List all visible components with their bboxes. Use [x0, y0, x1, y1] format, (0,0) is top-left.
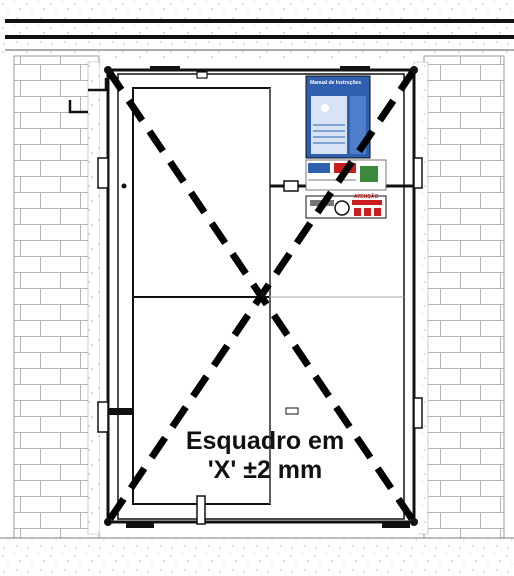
- hinge-top-left: [97, 157, 109, 189]
- handle-lower-left: [108, 408, 132, 415]
- corner-dot-top-right: [410, 66, 418, 74]
- handle-lower-right: [285, 407, 299, 415]
- top-bolt-rod-right: [340, 66, 370, 71]
- right-brick-wall: [424, 56, 504, 540]
- hinge-bottom-left: [97, 401, 109, 433]
- corner-dot-top-left: [104, 66, 112, 74]
- hinge-top-right: [413, 157, 423, 189]
- floor-slab: [0, 538, 514, 576]
- pin-left-top: [121, 183, 127, 189]
- squareness-label-line2: 'X' ±2 mm: [207, 456, 323, 484]
- corner-dot-bottom-right: [410, 518, 418, 526]
- manual-sticker: [305, 75, 371, 159]
- corner-dot-bottom-left: [104, 518, 112, 526]
- warning-sticker-title: ATENÇÃO: [354, 194, 379, 200]
- center-dot: [260, 291, 266, 297]
- top-bolt: [196, 71, 208, 79]
- squareness-label-line1: Esquadro em: [185, 427, 345, 455]
- top-slab: [0, 0, 514, 58]
- door-frame: [106, 68, 416, 524]
- floor-anchor-left: [126, 522, 154, 528]
- floor-anchor-right: [382, 522, 410, 528]
- hinge-bottom-right: [413, 397, 423, 429]
- bottom-bolt: [196, 495, 206, 525]
- door-closer-arm: [68, 78, 108, 114]
- handle-upper: [283, 180, 299, 192]
- top-bolt-rod: [150, 66, 180, 71]
- left-brick-wall: [14, 56, 99, 540]
- manual-sticker-title: Manual de Instruções: [310, 80, 362, 86]
